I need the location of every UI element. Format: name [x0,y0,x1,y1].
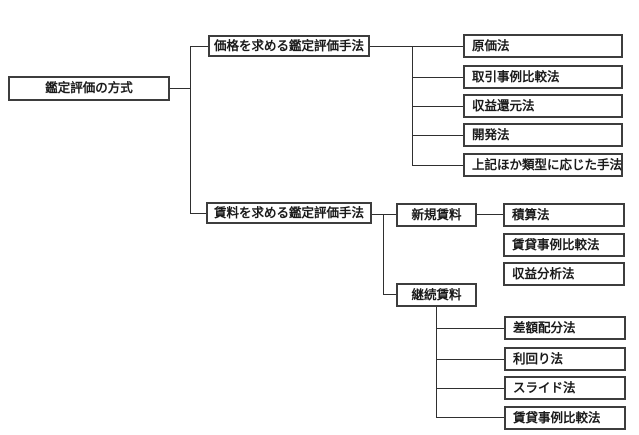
node-new-rent: 新規賃料 [396,203,477,227]
connector-line [370,46,463,47]
node-price-methods: 価格を求める鑑定評価手法 [208,35,370,57]
node-accumulation-method: 積算法 [503,203,625,227]
connector-line [170,88,191,89]
connector-line [436,307,437,418]
node-income-analysis-method: 収益分析法 [503,262,625,286]
connector-line [412,135,463,136]
node-rental-comparison-method-new: 賃貸事例比較法 [503,233,625,257]
node-rental-comparison-method-continuing: 賃貸事例比較法 [504,406,626,430]
node-income-capitalization-method: 収益還元法 [463,94,623,118]
connector-line [436,417,504,418]
node-rent-methods: 賃料を求める鑑定評価手法 [206,202,372,224]
node-other-type-methods: 上記ほか類型に応じた手法 [463,153,623,177]
node-yield-method: 利回り法 [504,347,626,371]
node-transaction-comparison-method: 取引事例比較法 [463,65,623,89]
node-difference-distribution-method: 差額配分法 [504,316,626,340]
connector-line [190,213,207,214]
node-appraisal-methods: 鑑定評価の方式 [8,76,170,101]
connector-line [383,294,396,295]
connector-line [436,388,504,389]
node-cost-method: 原価法 [463,34,623,58]
connector-line [436,359,504,360]
connector-line [436,328,504,329]
connector-line [372,214,396,215]
connector-line [412,165,463,166]
connector-line [383,214,384,295]
connector-line [477,214,503,215]
node-development-method: 開発法 [463,123,623,147]
node-slide-method: スライド法 [504,376,626,400]
connector-line [412,77,463,78]
connector-line [412,106,463,107]
node-continuing-rent: 継続賃料 [396,283,477,307]
connector-line [190,46,208,47]
connector-line [190,46,191,214]
